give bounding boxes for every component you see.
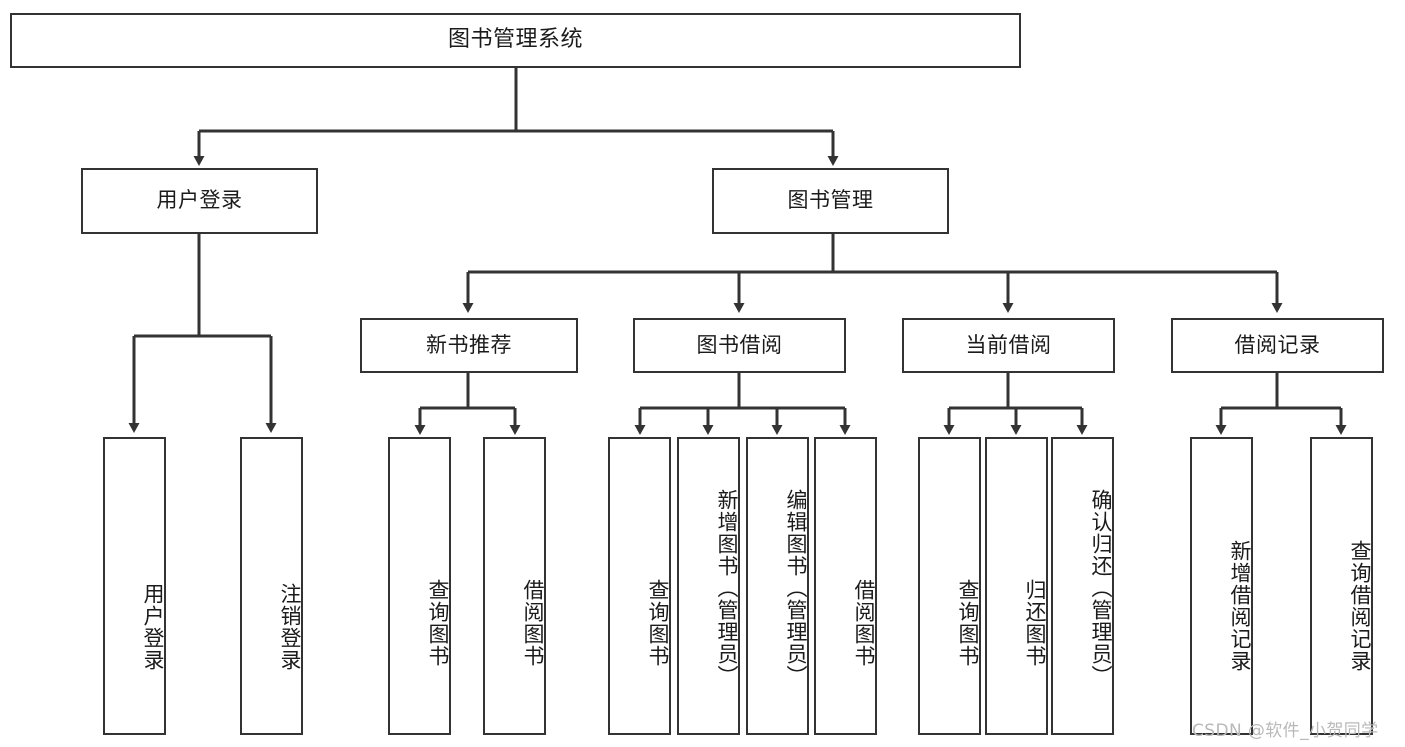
node-root-label: 图书管理系统 xyxy=(447,27,583,53)
leaf-user-login[interactable]: 用户登录 xyxy=(103,437,166,735)
node-borrow-record-label: 借阅记录 xyxy=(1234,332,1321,357)
leaf-user-login-label: 用户登录 xyxy=(141,583,165,671)
leaf-add-book[interactable]: 新增图书（管理员） xyxy=(677,437,740,735)
leaf-add-book-label: 新增图书（管理员） xyxy=(715,489,739,687)
leaf-edit-book[interactable]: 编辑图书（管理员） xyxy=(746,437,809,735)
leaf-edit-book-label: 编辑图书（管理员） xyxy=(784,489,808,687)
leaf-query-book-2-label: 查询图书 xyxy=(646,579,670,667)
node-current-borrow-label: 当前借阅 xyxy=(965,332,1052,357)
leaf-return-book[interactable]: 归还图书 xyxy=(985,437,1048,735)
leaf-user-logout[interactable]: 注销登录 xyxy=(240,437,303,735)
node-user-login-label: 用户登录 xyxy=(156,188,243,213)
leaf-borrow-book-1[interactable]: 借阅图书 xyxy=(483,437,546,735)
leaf-query-book-1[interactable]: 查询图书 xyxy=(388,437,451,735)
node-book-borrow-label: 图书借阅 xyxy=(696,332,783,357)
node-new-book-recommend-label: 新书推荐 xyxy=(426,332,512,357)
leaf-query-record[interactable]: 查询借阅记录 xyxy=(1310,437,1373,735)
node-user-login[interactable]: 用户登录 xyxy=(81,168,318,234)
node-new-book-recommend[interactable]: 新书推荐 xyxy=(360,318,578,373)
leaf-query-book-1-label: 查询图书 xyxy=(426,579,450,667)
leaf-borrow-book-2-label: 借阅图书 xyxy=(852,579,876,667)
leaf-query-book-3[interactable]: 查询图书 xyxy=(918,437,981,735)
leaf-add-record[interactable]: 新增借阅记录 xyxy=(1190,437,1253,735)
node-current-borrow[interactable]: 当前借阅 xyxy=(902,318,1115,373)
leaf-query-book-2[interactable]: 查询图书 xyxy=(608,437,671,735)
node-root[interactable]: 图书管理系统 xyxy=(10,13,1021,68)
leaf-confirm-return[interactable]: 确认归还（管理员） xyxy=(1051,437,1114,735)
node-book-borrow[interactable]: 图书借阅 xyxy=(633,318,846,373)
leaf-confirm-return-label: 确认归还（管理员） xyxy=(1089,489,1113,687)
node-book-manage-label: 图书管理 xyxy=(787,188,874,213)
leaf-borrow-book-2[interactable]: 借阅图书 xyxy=(814,437,877,735)
node-book-manage[interactable]: 图书管理 xyxy=(712,168,949,234)
leaf-query-book-3-label: 查询图书 xyxy=(956,579,980,667)
leaf-return-book-label: 归还图书 xyxy=(1023,579,1047,667)
node-borrow-record[interactable]: 借阅记录 xyxy=(1171,318,1384,373)
leaf-user-logout-label: 注销登录 xyxy=(278,583,302,671)
leaf-query-record-label: 查询借阅记录 xyxy=(1348,540,1372,672)
leaf-add-record-label: 新增借阅记录 xyxy=(1228,540,1252,672)
leaf-borrow-book-1-label: 借阅图书 xyxy=(521,579,545,667)
csdn-watermark: CSDN @软件_小贺同学 xyxy=(1192,721,1379,741)
